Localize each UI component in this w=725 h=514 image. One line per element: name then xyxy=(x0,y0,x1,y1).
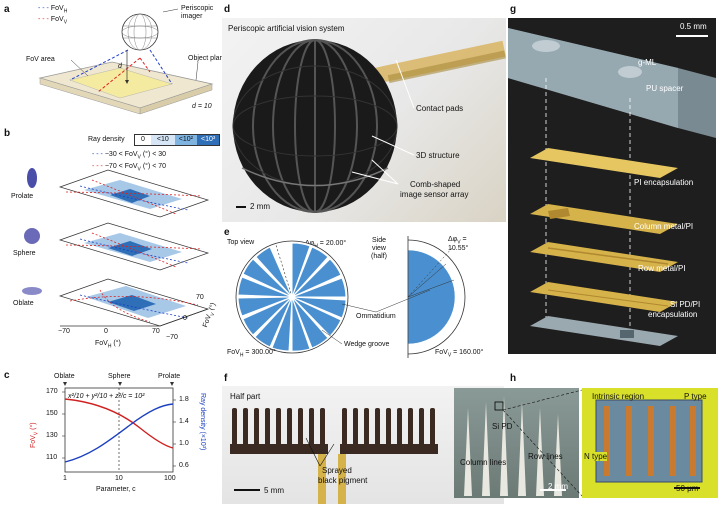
panel-e-diagram xyxy=(235,236,466,358)
panel-c-label: c xyxy=(4,370,10,381)
panel-d-label: d xyxy=(224,4,231,15)
panel-b-label: b xyxy=(4,128,11,139)
pillars-graphic xyxy=(464,396,566,496)
pd-graphic xyxy=(595,399,703,489)
ytick-right-06: 0.6 xyxy=(179,462,189,469)
shape-prolate: Prolate xyxy=(11,193,34,200)
xtick-100: 100 xyxy=(164,475,176,482)
panel-e-label: e xyxy=(224,227,230,238)
d-scale: 2 mm xyxy=(250,202,270,211)
panel-g-photo: 0.5 mm g-ML PU spacer PI encapsulation C… xyxy=(508,18,716,354)
pu-label: PU spacer xyxy=(646,84,684,93)
xlabel: Parameter, c xyxy=(96,486,136,493)
periscopic-imager-label: Periscopic imager xyxy=(181,5,214,20)
ytick-left-110: 110 xyxy=(46,454,58,461)
top-label-sphere: Sphere xyxy=(108,373,131,380)
panel-c-chart xyxy=(62,382,176,473)
row-label: Row metal/PI xyxy=(638,264,686,273)
panel-g-label: g xyxy=(510,4,517,15)
intrinsic-label: Intrinsic region xyxy=(592,392,645,401)
top-view-label: Top view xyxy=(227,239,255,246)
comb-label-1: Comb-shaped xyxy=(410,180,461,189)
h-scale-left: 2 mm xyxy=(548,482,568,491)
ytick-left-170: 170 xyxy=(46,388,58,395)
layer-stack xyxy=(508,28,716,346)
fov-area-label: FoV area xyxy=(26,56,55,63)
top-label-oblate: Oblate xyxy=(54,373,75,380)
n-type-label: N type xyxy=(584,452,608,461)
ytick-right-14: 1.4 xyxy=(179,418,189,425)
scale-1000: <10³ xyxy=(197,135,220,145)
panel-a-label: a xyxy=(4,4,10,15)
legend-fov-v: - - - FoVV xyxy=(38,16,68,26)
gml-label: g-ML xyxy=(638,58,657,67)
d-title: Periscopic artificial vision system xyxy=(228,24,345,33)
d-symbol: d xyxy=(118,63,122,70)
d-value: d = 10 xyxy=(192,103,212,110)
sipd-label-2: encapsulation xyxy=(648,310,698,319)
top-label-prolate: Prolate xyxy=(158,373,181,380)
tick-v-neg70: −70 xyxy=(166,334,178,341)
ray-density-scale: 0 <10 <10² <10³ xyxy=(134,134,221,146)
half-part-label: Half part xyxy=(230,392,261,401)
g-scale: 0.5 mm xyxy=(680,22,707,31)
sipd-label-1: Si PD/PI xyxy=(670,300,701,309)
legend-blue: - - - −30 < FoVV (°) < 30 xyxy=(92,151,167,161)
scale-10: <10 xyxy=(150,135,175,145)
delta-v: ΔφV = xyxy=(448,236,467,246)
ytick-right-18: 1.8 xyxy=(179,396,189,403)
comb-label-2: image sensor array xyxy=(400,190,469,199)
panel-f-label: f xyxy=(224,373,228,384)
d-pointers xyxy=(351,59,415,185)
ytick-left-150: 150 xyxy=(46,410,58,417)
scale-100: <10² xyxy=(174,135,197,145)
panel-h-right-photo: Intrinsic region P type N type 50 μm xyxy=(582,388,718,498)
tick-v-70: 70 xyxy=(196,294,204,301)
panel-d-photo: Periscopic artificial vision system Cont… xyxy=(222,18,506,222)
axis-h-label: FoVH (°) xyxy=(95,340,121,350)
column-lines-label: Column lines xyxy=(460,458,507,467)
scale-0: 0 xyxy=(135,135,151,145)
legend-red: - - - −70 < FoVV (°) < 70 xyxy=(92,163,167,173)
sprayed-label-2: black pigment xyxy=(318,476,368,485)
structure-3d-label: 3D structure xyxy=(416,151,460,160)
col-label: Column metal/PI xyxy=(634,222,694,231)
tick-v-0: 0 xyxy=(183,315,187,322)
panel-b-planes xyxy=(58,169,210,327)
shape-sphere: Sphere xyxy=(13,250,36,257)
panel-h-label: h xyxy=(510,373,517,384)
ray-density-label: Ray density xyxy=(88,136,125,143)
shape-icons xyxy=(22,168,42,295)
shape-oblate: Oblate xyxy=(13,300,34,307)
h-scale-right: 50 μm xyxy=(676,484,699,493)
legend-fov-h: - - - FoVH xyxy=(38,5,68,15)
fov-v-value: FoVV = 160.00° xyxy=(435,349,484,359)
object-plane-label: Object plane xyxy=(188,55,228,62)
equation: x²/10 + y²/10 + z²/c = 10² xyxy=(68,393,145,400)
wedge-label: Wedge groove xyxy=(344,341,390,348)
contact-pads-label: Contact pads xyxy=(416,104,464,113)
xtick-1: 1 xyxy=(63,475,67,482)
ommatidium-label: Ommatidium xyxy=(356,313,396,321)
tick-h-70: 70 xyxy=(152,328,160,335)
tick-h-neg70: −70 xyxy=(58,328,70,335)
panel-a-diagram xyxy=(38,8,214,115)
tick-h-0: 0 xyxy=(104,328,108,335)
fov-h-value: FoVH = 300.00° xyxy=(227,349,276,359)
si-pd-label: Si PD xyxy=(492,422,513,431)
comb-graphic xyxy=(230,408,438,504)
pi-enc-label: PI encapsulation xyxy=(634,178,694,187)
sprayed-label-1: Sprayed xyxy=(322,466,352,475)
p-type-label: P type xyxy=(684,392,707,401)
xtick-10: 10 xyxy=(115,475,123,482)
ytick-right-10: 1.0 xyxy=(179,440,189,447)
ytick-left-130: 130 xyxy=(46,432,58,439)
delta-v-2: 10.55° xyxy=(448,245,469,252)
dome-graphic xyxy=(232,39,506,213)
f-scale: 5 mm xyxy=(264,486,284,495)
